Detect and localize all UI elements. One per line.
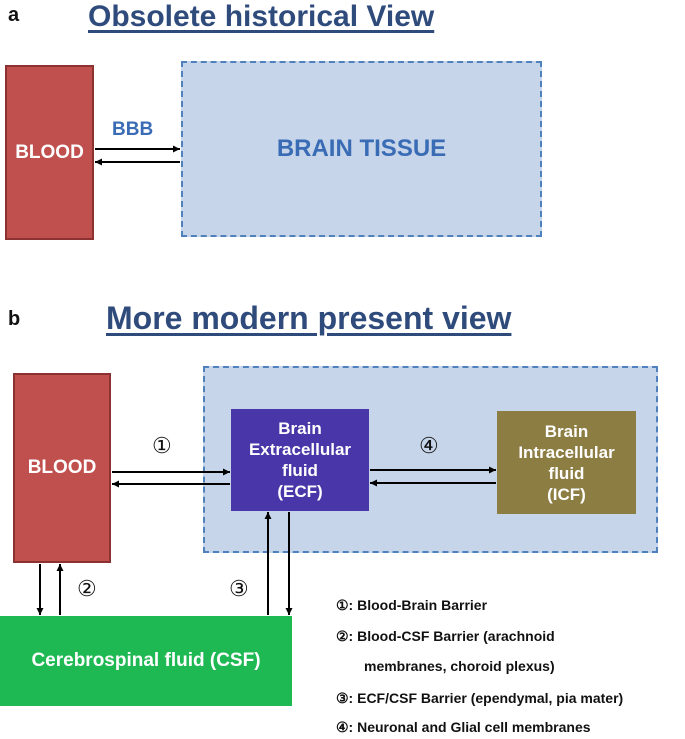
blood-box-b: BLOOD (13, 373, 111, 563)
marker-2: ② (77, 576, 97, 601)
icf-line-3: fluid (548, 463, 585, 483)
ecf-line-2: Extracellular (248, 440, 352, 459)
legend-item-2-cont: membranes, choroid plexus) (364, 658, 555, 674)
legend-item-1: ①: Blood-Brain Barrier (336, 597, 488, 613)
ecf-box: Brain Extracellular fluid (ECF) (231, 409, 369, 511)
marker-3: ③ (229, 576, 249, 601)
icf-line-4: (ICF) (547, 484, 586, 504)
legend-item-2: ②: Blood-CSF Barrier (arachnoid (336, 628, 555, 644)
panel-b-title: More modern present view (106, 300, 512, 336)
legend-item-3: ③: ECF/CSF Barrier (ependymal, pia mater… (336, 690, 624, 706)
csf-box: Cerebrospinal fluid (CSF) (0, 616, 292, 706)
brain-tissue-label: BRAIN TISSUE (276, 135, 447, 162)
panel-a-title: Obsolete historical View (88, 0, 435, 33)
icf-line-1: Brain (544, 421, 589, 441)
csf-label: Cerebrospinal fluid (CSF) (31, 650, 261, 671)
marker-4: ④ (419, 433, 439, 458)
ecf-line-1: Brain (278, 419, 322, 438)
blood-label-a: BLOOD (15, 141, 84, 163)
legend-item-4: ④: Neuronal and Glial cell membranes (336, 719, 591, 735)
icf-box: Brain Intracellular fluid (ICF) (497, 411, 636, 514)
brain-tissue-box: BRAIN TISSUE (181, 61, 542, 237)
blood-box-a: BLOOD (5, 65, 94, 240)
bbb-label: BBB (112, 119, 154, 140)
marker-1: ① (152, 433, 172, 458)
ecf-line-4: (ECF) (277, 482, 323, 501)
ecf-line-3: fluid (282, 461, 318, 480)
blood-label-b: BLOOD (27, 457, 97, 478)
icf-line-2: Intracellular (518, 442, 615, 462)
panel-a-label: a (8, 4, 20, 26)
panel-b-label: b (8, 308, 21, 330)
